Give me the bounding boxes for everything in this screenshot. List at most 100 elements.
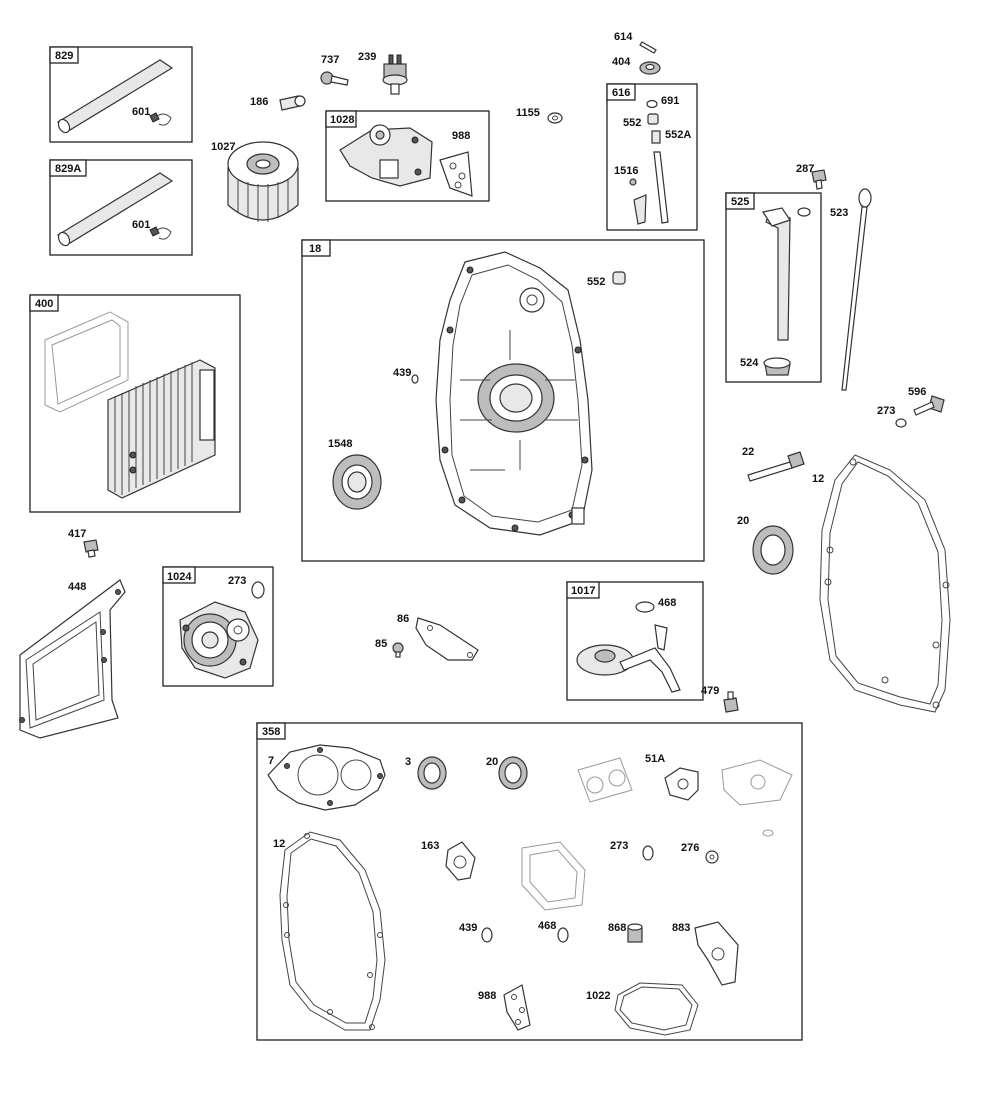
head-gasket-7-part — [267, 744, 386, 811]
label-988: 988 — [452, 130, 470, 142]
label-448: 448 — [68, 581, 86, 593]
group-616-tag: 616 — [612, 87, 630, 99]
gasket-988-part — [503, 984, 531, 1031]
label-868: 868 — [608, 922, 626, 934]
label-22: 22 — [742, 446, 754, 458]
group-1024-tag: 1024 — [167, 571, 192, 583]
label-596: 596 — [908, 386, 926, 398]
dipstick-523-part — [841, 188, 872, 391]
cooler-shroud-part — [44, 311, 129, 413]
seal-20-part — [752, 525, 794, 575]
pin-614-part — [639, 41, 657, 54]
group-616: 616 691 552 552A 1516 — [606, 83, 698, 231]
bracket-448-part — [19, 579, 126, 739]
label-524: 524 — [740, 357, 759, 369]
label-988: 988 — [478, 990, 496, 1002]
label-883: 883 — [672, 922, 690, 934]
fitting-186-part — [279, 95, 306, 111]
label-273: 273 — [228, 575, 246, 587]
label-614: 614 — [614, 31, 633, 43]
label-439: 439 — [393, 367, 411, 379]
label-20: 20 — [486, 756, 498, 768]
group-358-tag: 358 — [262, 726, 280, 738]
exhaust-gasket-part — [721, 759, 793, 806]
bolt-22-part — [747, 451, 805, 482]
label-601: 601 — [132, 106, 150, 118]
label-1027: 1027 — [211, 141, 235, 153]
label-7: 7 — [268, 755, 274, 767]
oil-pump-part — [179, 601, 259, 679]
group-829-tag: 829 — [55, 50, 73, 62]
valve-cover-gasket-part — [521, 841, 586, 911]
group-18-tag: 18 — [309, 243, 321, 255]
hose-clamp-part — [149, 226, 172, 240]
label-479: 479 — [701, 685, 719, 697]
group-1028-tag: 1028 — [330, 114, 354, 126]
hose-part — [56, 59, 174, 134]
label-468: 468 — [658, 597, 676, 609]
bolt-596-part — [913, 395, 945, 416]
gasket-51a-part — [664, 767, 699, 801]
group-1017-tag: 1017 — [571, 585, 595, 597]
label-404: 404 — [612, 56, 631, 68]
seal-20-part — [498, 756, 528, 790]
oil-filter-1027-part — [227, 141, 299, 222]
bushing-552a-part — [651, 130, 661, 144]
bolt-737-part — [320, 71, 349, 86]
label-287: 287 — [796, 163, 814, 175]
oil-cooler-part — [107, 359, 216, 499]
o-ring-273-part — [251, 581, 265, 599]
group-400-tag: 400 — [35, 298, 53, 310]
filter-adapter-part — [339, 124, 433, 187]
label-552a: 552A — [665, 129, 691, 141]
label-737: 737 — [321, 54, 339, 66]
valve-seal-868-part — [627, 923, 643, 943]
hose-clamp-part — [149, 112, 172, 126]
label-239: 239 — [358, 51, 376, 63]
label-691: 691 — [661, 95, 679, 107]
hose-part — [56, 172, 174, 247]
gasket-12-part — [279, 831, 386, 1031]
group-18: 18 552 439 — [301, 239, 705, 562]
group-829: 829 601 — [49, 46, 193, 143]
dipstick-tube-part — [762, 207, 811, 341]
washer-276-part — [705, 850, 719, 864]
label-163: 163 — [421, 840, 439, 852]
intake-gasket-part — [577, 757, 633, 803]
o-ring-468-part — [635, 601, 655, 613]
gasket-12-part — [819, 454, 951, 713]
label-85: 85 — [375, 638, 387, 650]
group-1024: 1024 273 — [162, 566, 274, 687]
label-552: 552 — [623, 117, 641, 129]
screw-85-part — [392, 642, 404, 658]
governor-shaft-part — [633, 151, 669, 225]
group-829a-tag: 829A — [55, 163, 81, 175]
label-186: 186 — [250, 96, 268, 108]
label-273: 273 — [610, 840, 628, 852]
gasket-988-part — [439, 151, 473, 197]
label-3: 3 — [405, 756, 411, 768]
screw-1516-part — [629, 178, 637, 186]
washer-1155-part — [547, 112, 563, 124]
seal-524-part — [763, 357, 791, 376]
label-468: 468 — [538, 920, 556, 932]
washer-273-part — [895, 418, 907, 428]
washer-691-part — [646, 99, 658, 109]
bolt-287-part — [811, 169, 827, 190]
gasket-1022-part — [614, 982, 699, 1036]
label-276: 276 — [681, 842, 699, 854]
small-washer-part — [762, 829, 774, 837]
seal-1548-part — [332, 454, 382, 510]
gasket-883-part — [694, 921, 739, 986]
bolt-479-part — [723, 691, 739, 713]
group-358: 358 7 3 20 51A — [256, 722, 803, 1041]
bushing-552-part — [612, 271, 626, 285]
cover-86-part — [415, 617, 479, 661]
gasket-163-part — [445, 841, 476, 881]
o-ring-468-part — [557, 927, 569, 943]
bushing-552-part — [647, 113, 659, 125]
label-601: 601 — [132, 219, 150, 231]
group-400: 400 — [29, 294, 241, 513]
group-1017: 1017 468 — [566, 581, 704, 701]
